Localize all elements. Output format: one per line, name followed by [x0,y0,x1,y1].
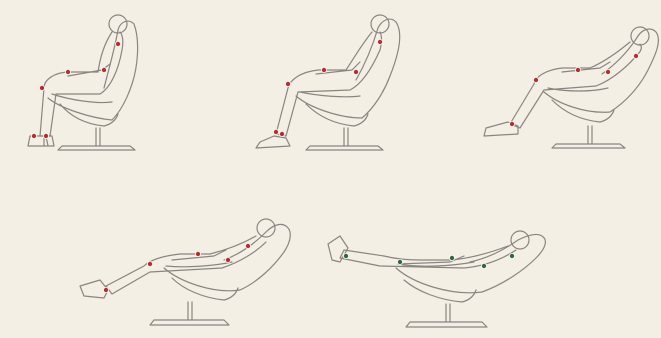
chair-stem [96,128,100,146]
joint-knee [533,77,538,82]
feet [256,136,290,148]
chair-lower [60,104,118,126]
head [631,27,649,45]
chair-base [306,146,383,150]
joint-knee [285,81,290,86]
joint-ankle [31,133,36,138]
joint-elbow [321,67,326,72]
recliner-figure-5 [328,231,545,327]
joint-hand [353,69,358,74]
joint-shoulder [377,39,382,44]
body-outline [340,246,516,268]
chair-stem [344,128,348,146]
chair-stem [446,304,450,322]
joint-ankle [273,129,278,134]
joint-ankle-2 [43,133,48,138]
joint-knee [39,85,44,90]
joint-ankle [103,287,108,292]
joint-shoulder [115,41,120,46]
chair-base [406,322,487,327]
recliner-figure-4 [80,219,290,325]
chair-seat [300,92,360,97]
joint-hand [101,67,106,72]
chair-lower [172,278,238,300]
joint-ankle [343,253,348,258]
joint-ankle [509,121,514,126]
chair-stem [188,302,192,320]
recliner-figure-1 [28,15,138,150]
chair-shell [544,29,658,112]
joint-elbow [65,69,70,74]
joint-hand [605,69,610,74]
chair-seat [166,262,232,267]
arm [562,62,610,72]
joint-ankle-2 [279,131,284,136]
head [511,231,529,249]
body-outline [106,236,266,294]
chair-seat [52,94,112,103]
joint-elbow [575,67,580,72]
body-outline [276,32,382,136]
joint-shoulder [245,243,250,248]
chair-base [58,146,135,150]
joint-hand [225,257,230,262]
head [257,219,275,237]
chair-base [150,320,229,325]
joint-elbow [195,251,200,256]
joint-knee [397,259,402,264]
joint-shoulder [633,53,638,58]
chair-shell [296,19,400,118]
joint-knee [147,261,152,266]
joint-shoulder [509,253,514,258]
chair-lower [404,280,476,302]
chair-stem [588,126,592,144]
recliner-figure-2 [256,15,400,150]
joint-elbow [449,255,454,260]
chair-base [552,144,625,148]
body-outline [510,42,641,128]
recliner-figure-3 [484,27,658,148]
joint-hand [481,263,486,268]
